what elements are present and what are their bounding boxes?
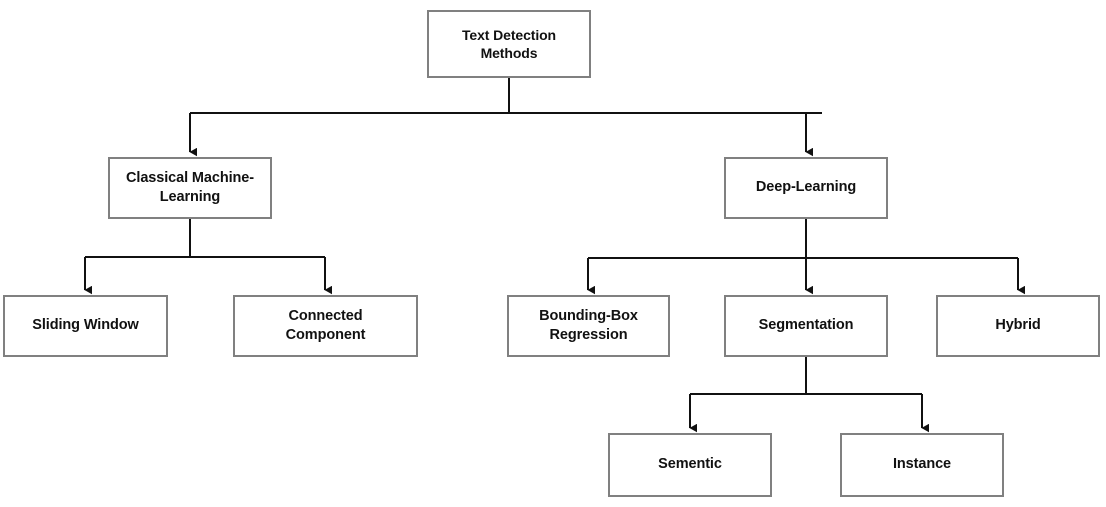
node-label: Deep-Learning — [755, 179, 857, 196]
node-label: Bounding-Box Regression — [539, 307, 638, 343]
node-instance[interactable]: Instance — [840, 433, 1004, 497]
node-label: Segmentation — [758, 317, 854, 334]
node-sementic[interactable]: Sementic — [608, 433, 772, 497]
node-label: Sementic — [658, 456, 722, 473]
node-text-detection-methods[interactable]: Text Detection Methods — [427, 10, 591, 78]
node-label: Hybrid — [995, 317, 1041, 334]
node-classical-machine-learning[interactable]: Classical Machine- Learning — [108, 157, 272, 219]
node-deep-learning[interactable]: Deep-Learning — [724, 157, 888, 219]
node-connected-component[interactable]: Connected Component — [233, 295, 418, 357]
node-label: Connected Component — [285, 307, 366, 343]
node-segmentation[interactable]: Segmentation — [724, 295, 888, 357]
node-label: Instance — [892, 456, 952, 473]
node-bounding-box-regression[interactable]: Bounding-Box Regression — [507, 295, 670, 357]
node-label: Sliding Window — [32, 317, 139, 334]
node-label: Text Detection Methods — [461, 26, 557, 61]
node-label: Classical Machine- Learning — [126, 169, 254, 205]
node-hybrid[interactable]: Hybrid — [936, 295, 1100, 357]
node-sliding-window[interactable]: Sliding Window — [3, 295, 168, 357]
